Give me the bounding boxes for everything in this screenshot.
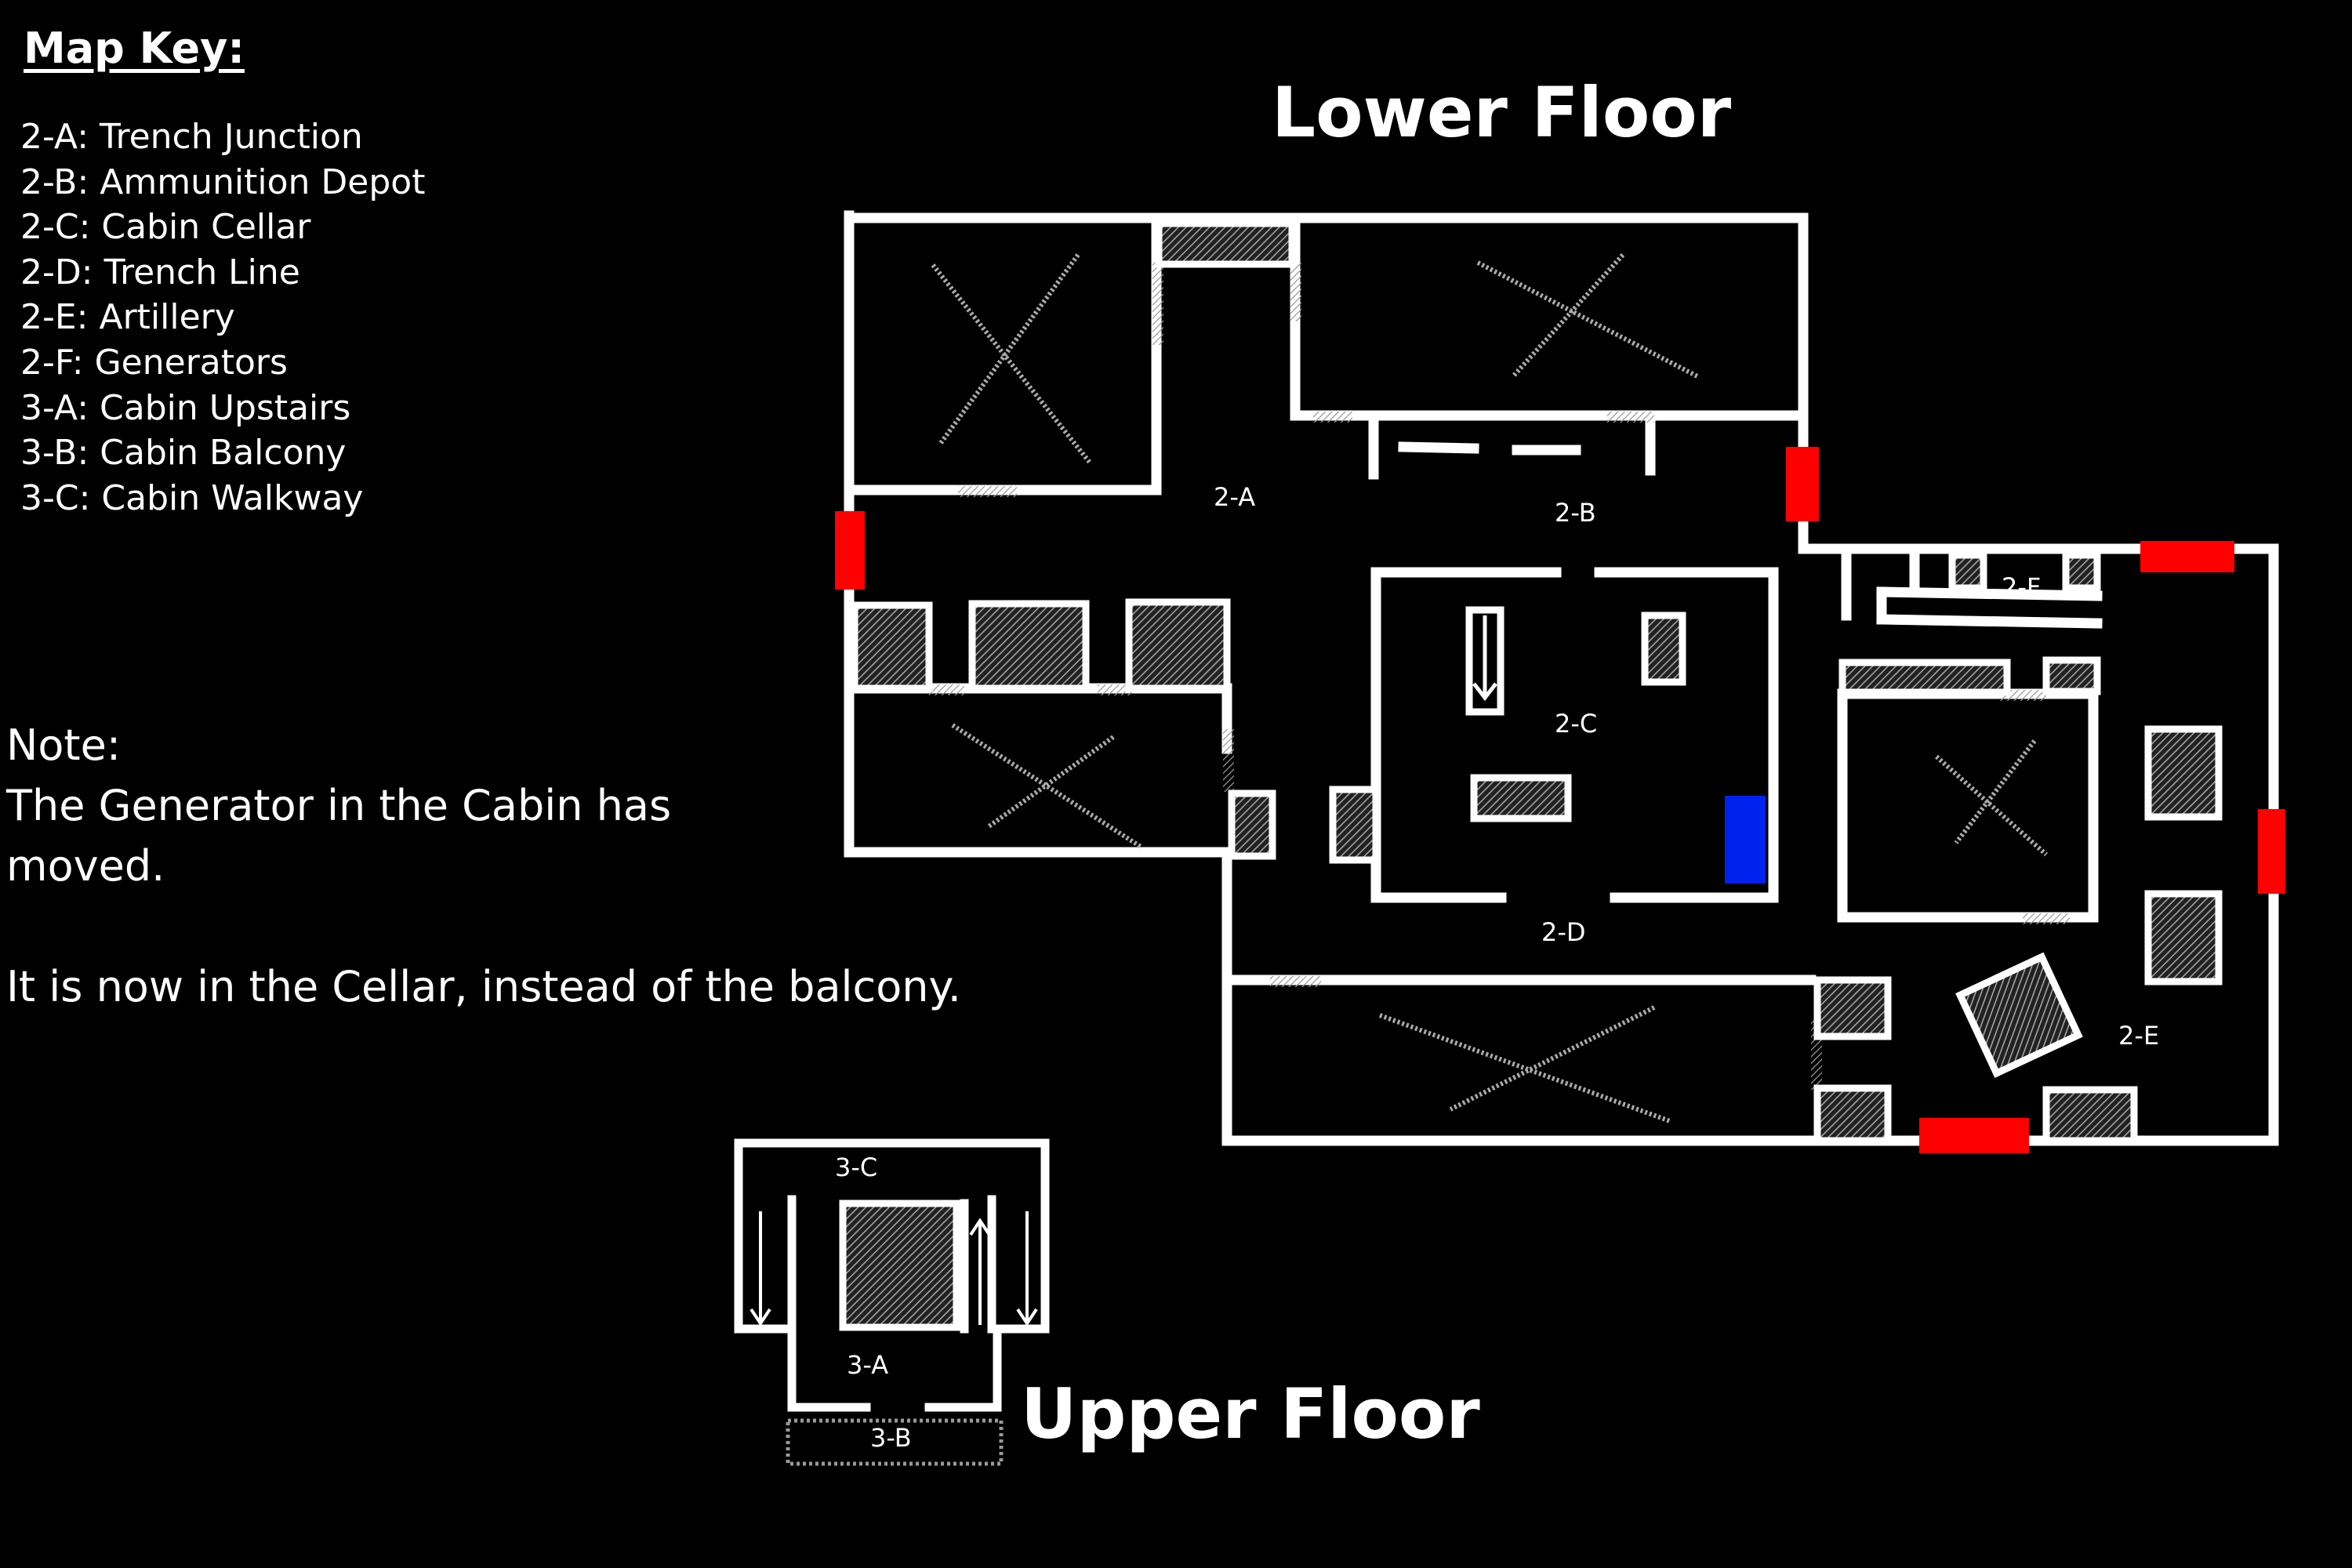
map-key-title: Map Key:: [24, 24, 245, 73]
note-line-1: The Generator in the Cabin has: [6, 781, 672, 830]
hatched-blocks: [851, 220, 2223, 1145]
note-block: Note: The Generator in the Cabin has mov…: [6, 715, 961, 1017]
upper-floor-title: Upper Floor: [1021, 1374, 1480, 1454]
key-item-2b: 2-B: Ammunition Depot: [20, 162, 426, 202]
room-label-3a: 3-A: [847, 1350, 888, 1380]
exit-marker-west: [835, 511, 865, 590]
key-item-3b: 3-B: Cabin Balcony: [20, 433, 347, 474]
exit-marker-2f: [2140, 541, 2234, 572]
note-line-3: It is now in the Cellar, instead of the …: [6, 962, 961, 1011]
exit-markers: [835, 447, 2285, 1153]
key-item-2a: 2-A: Trench Junction: [20, 117, 363, 157]
map-key-list: 2-A: Trench Junction 2-B: Ammunition Dep…: [20, 114, 425, 521]
key-item-3a: 3-A: Cabin Upstairs: [20, 387, 351, 428]
upper-floor-arrows: [750, 1211, 1038, 1327]
lower-room-labels: 2-A 2-B 2-C 2-D 2-E 2-F: [1214, 482, 2159, 1051]
exit-marker-east: [2258, 809, 2285, 894]
key-item-2c: 2-C: Cabin Cellar: [20, 207, 311, 248]
cellar-ladder-arrow: [1472, 615, 1497, 702]
key-item-2e: 2-E: Artillery: [20, 297, 235, 338]
key-item-2f: 2-F: Generators: [20, 342, 288, 383]
key-item-3c: 3-C: Cabin Walkway: [20, 477, 364, 518]
upper-floor-walls: [734, 1138, 1050, 1412]
room-label-2d: 2-D: [1541, 917, 1586, 947]
exit-marker-south: [1919, 1118, 2029, 1153]
room-label-2f: 2-F: [2002, 572, 2041, 602]
generator-marker: [1725, 796, 1766, 884]
room-label-2c: 2-C: [1555, 709, 1597, 739]
room-label-3b: 3-B: [870, 1423, 912, 1453]
upper-room-labels: 3-C 3-A 3-B: [835, 1152, 912, 1453]
room-label-2a: 2-A: [1214, 482, 1255, 512]
room-label-2e: 2-E: [2118, 1021, 2159, 1051]
exit-marker-2b: [1786, 447, 1819, 521]
room-label-2b: 2-B: [1555, 498, 1596, 528]
note-line-2: moved.: [6, 841, 165, 891]
note-label: Note:: [6, 720, 122, 770]
room-label-3c: 3-C: [835, 1152, 877, 1182]
key-item-2d: 2-D: Trench Line: [20, 252, 300, 292]
lower-floor-title: Lower Floor: [1272, 72, 1732, 153]
crossed-areas: [931, 252, 2048, 1123]
balcony-outline: [786, 1418, 1004, 1466]
